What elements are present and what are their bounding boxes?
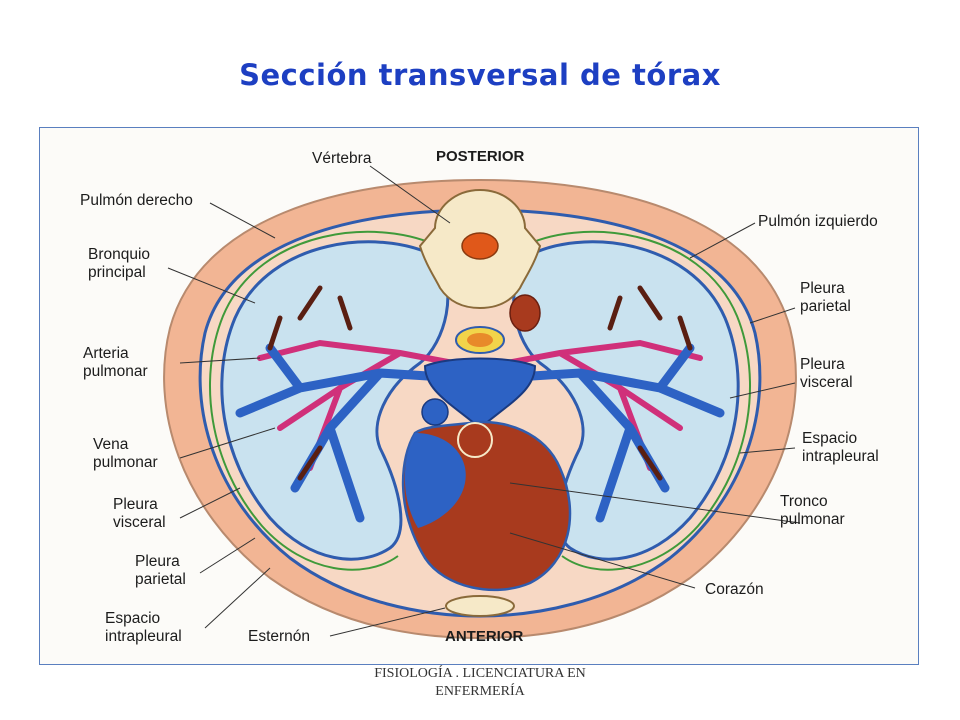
label-pleural-space-right: Espacio intrapleural (802, 430, 879, 465)
label-pulmonary-vein: Vena pulmonar (93, 436, 158, 471)
label-posterior: POSTERIOR (436, 148, 525, 165)
right-lung-parietal-line (209, 230, 443, 571)
label-left-lung: Pulmón izquierdo (758, 213, 878, 230)
sternum (445, 595, 515, 617)
slide-title: Sección transversal de tórax (239, 58, 721, 92)
aorta (509, 294, 541, 332)
heart-right-side (404, 433, 466, 528)
label-visceral-pleura-right: Pleura visceral (800, 356, 853, 391)
pulmonary-trunk-shape (423, 357, 537, 430)
esophagus-lumen (467, 333, 493, 347)
label-vertebra: Vértebra (312, 150, 372, 167)
label-pulmonary-trunk: Tronco pulmonar (780, 493, 845, 528)
thorax-figure: POSTERIOR ANTERIOR Vértebra Pulmón derec… (39, 127, 919, 665)
aortic-root (457, 422, 493, 458)
label-main-bronchus: Bronquio principal (88, 246, 151, 281)
thorax-cross-section-illustration (163, 165, 801, 640)
label-anterior: ANTERIOR (445, 628, 524, 645)
ascending-aorta (421, 398, 449, 426)
bronchial-tree (267, 285, 693, 481)
footer-caption: FISIOLOGÍA . LICENCIATURA EN ENFERMERÍA (374, 666, 586, 699)
label-sternum: Esternón (248, 628, 311, 645)
label-parietal-pleura-left: Pleura parietal (135, 553, 186, 588)
label-visceral-pleura-left: Pleura visceral (113, 496, 166, 531)
label-pulmonary-artery: Arteria pulmonar (83, 345, 148, 380)
pulmonary-vein-branches (235, 343, 725, 523)
spinal-cord (461, 232, 499, 260)
label-pleural-space-left: Espacio intrapleural (105, 610, 182, 645)
label-parietal-pleura-right: Pleura parietal (800, 280, 851, 315)
label-right-lung: Pulmón derecho (80, 192, 193, 209)
label-heart: Corazón (705, 581, 764, 598)
leader-lines (167, 165, 801, 637)
